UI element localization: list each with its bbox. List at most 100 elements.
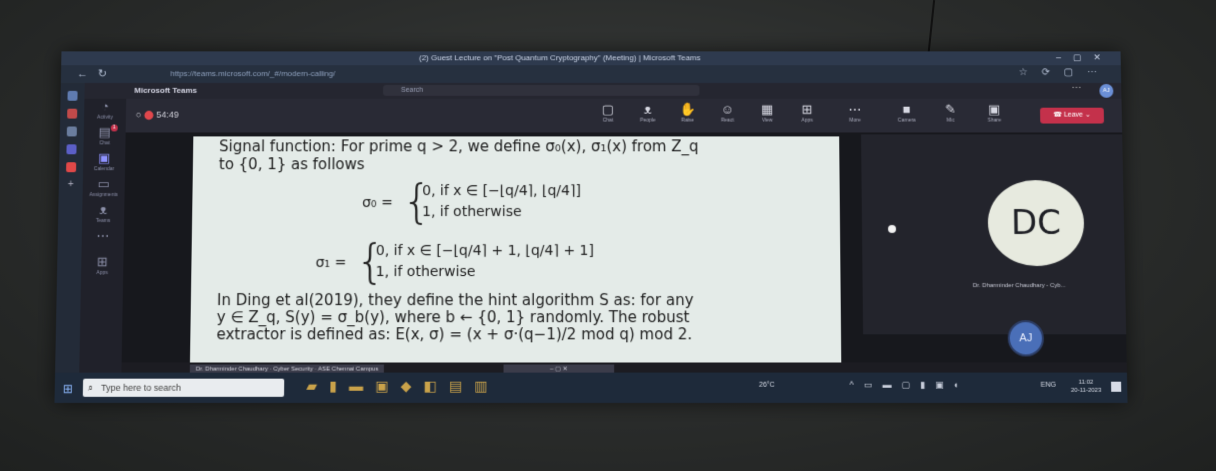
- rail-label: Assignments: [89, 192, 118, 199]
- raise-hand-button[interactable]: ✋Raise: [670, 102, 706, 124]
- avatar[interactable]: AJ: [1099, 83, 1114, 98]
- rail-label: Chat: [99, 140, 110, 147]
- browser-toolbar-icons[interactable]: ☆⟳▢⋯: [1018, 67, 1112, 79]
- sigma1-equation: σ₁ = { 0, if x ∈ [−⌊q/4⌉ + 1, ⌊q/4⌉ + 1]…: [315, 234, 716, 288]
- equation-lhs: σ₀ =: [362, 195, 393, 212]
- control-label: Mic: [946, 117, 955, 124]
- hand-icon: ✋: [679, 101, 696, 117]
- call-timer: 54:49: [156, 109, 179, 120]
- chat-icon: ▤: [98, 124, 111, 140]
- control-label: Apps: [801, 117, 813, 124]
- rail-item-apps[interactable]: ⊞Apps: [81, 254, 124, 280]
- slide-line: extractor is defined as: E(x, σ) = (x + …: [216, 325, 693, 344]
- equation-case: 0, if x ∈ [−⌊q/4⌉, ⌊q/4⌉]: [422, 183, 581, 200]
- leave-button[interactable]: ☎ Leave ⌄: [1040, 107, 1105, 124]
- notification-icon[interactable]: [1111, 381, 1122, 392]
- view-button[interactable]: ▦View: [749, 102, 785, 124]
- slide-line: y ∈ Z_q, S(y) = σ_b(y), where b ← {0, 1}…: [216, 308, 690, 327]
- chat-icon: ▢: [601, 101, 615, 117]
- rail-item-calendar[interactable]: ▣Calendar: [83, 150, 125, 176]
- search-placeholder: Type here to search: [100, 382, 182, 393]
- control-label: Chat: [602, 117, 614, 124]
- sigma0-equation: σ₀ = { 0, if x ∈ [−⌊q/4⌉, ⌊q/4⌉] 1, if o…: [362, 174, 662, 228]
- control-label: Raise: [681, 117, 694, 124]
- control-label: View: [761, 117, 773, 124]
- more-button[interactable]: ⋯More: [837, 102, 873, 124]
- system-tray-icons[interactable]: ^▭▬▢▮▣◐: [849, 379, 970, 390]
- window-title: (2) Guest Lecture on "Post Quantum Crypt…: [419, 53, 701, 63]
- apps-button[interactable]: ⊞Apps: [789, 102, 825, 124]
- rail-label: Calendar: [93, 166, 115, 173]
- add-tab-icon[interactable]: +: [67, 179, 74, 191]
- clock-time: 11:02: [1078, 379, 1094, 386]
- taskbar-search-input[interactable]: ⌕Type here to search: [82, 378, 285, 397]
- teams-search-input[interactable]: Search: [383, 84, 700, 96]
- calendar-icon: ▣: [97, 150, 111, 166]
- shared-slide: Signal function: For prime q > 2, we def…: [189, 136, 842, 363]
- teams-icon: ᴥ: [99, 202, 108, 218]
- equation-lhs: σ₁ =: [315, 254, 347, 272]
- taskbar-clock[interactable]: 11:02 20-11-2023: [1071, 379, 1102, 395]
- teams-header: Microsoft Teams Search ⋯ AJ: [84, 82, 1122, 99]
- control-label: Camera: [897, 117, 916, 124]
- rail-item-assignments[interactable]: ▭Assignments: [82, 176, 124, 202]
- url-field[interactable]: https://teams.microsoft.com/_#/modern-ca…: [170, 69, 336, 79]
- bell-icon: ◔: [101, 98, 110, 114]
- self-video-avatar[interactable]: AJ: [1007, 320, 1045, 357]
- window-controls[interactable]: –▢✕: [1055, 52, 1113, 63]
- back-refresh-icon[interactable]: ←↻: [76, 68, 118, 81]
- control-label: More: [849, 117, 861, 124]
- participant-avatar: DC: [987, 180, 1085, 267]
- participant-name: Dr. Dharminder Chaudhary - Cyb...: [972, 283, 1066, 290]
- assignments-icon: ▭: [97, 176, 111, 192]
- record-icon: ⬤: [143, 109, 154, 120]
- equation-case: 1, if otherwise: [375, 264, 476, 281]
- address-bar: ←↻ https://teams.microsoft.com/_#/modern…: [60, 65, 1122, 83]
- control-label: People: [640, 117, 656, 124]
- camera-icon: ■: [902, 101, 911, 117]
- apps-icon: ⊞: [96, 253, 108, 270]
- mic-button[interactable]: ✎Mic: [932, 102, 968, 124]
- leave-label: Leave: [1063, 111, 1083, 119]
- tab-icon[interactable]: [67, 108, 78, 119]
- teams-tab-icon[interactable]: [66, 144, 77, 155]
- tab-icon[interactable]: [67, 90, 78, 101]
- recording-indicator: ○ ⬤ 54:49: [135, 109, 179, 120]
- browser-titlebar: (2) Guest Lecture on "Post Quantum Crypt…: [61, 51, 1121, 66]
- slide-line: Signal function: For prime q > 2, we def…: [218, 137, 699, 156]
- equation-case: 0, if x ∈ [−⌊q/4⌉ + 1, ⌊q/4⌉ + 1]: [375, 242, 594, 259]
- more-icon: ⋯: [848, 101, 862, 117]
- camera-button[interactable]: ■Camera: [889, 102, 925, 124]
- pinned-apps[interactable]: ▰▮▬▣◆◧▤▥: [306, 377, 500, 394]
- control-label: Share: [987, 117, 1002, 124]
- tab-icon[interactable]: [66, 126, 77, 137]
- teams-brand: Microsoft Teams: [134, 85, 198, 95]
- youtube-tab-icon[interactable]: [66, 162, 77, 173]
- mouse-cursor: [887, 225, 897, 233]
- react-button[interactable]: ☺React: [709, 102, 745, 124]
- more-options-icon[interactable]: ⋯: [1071, 82, 1082, 94]
- clock-date: 20-11-2023: [1070, 387, 1102, 394]
- projected-screen: (2) Guest Lecture on "Post Quantum Crypt…: [54, 51, 1128, 403]
- rail-label: Activity: [97, 114, 113, 121]
- chat-button[interactable]: ▢Chat: [590, 102, 626, 124]
- apps-icon: ⊞: [801, 101, 813, 117]
- participant-tile[interactable]: DC Dr. Dharminder Chaudhary - Cyb...: [861, 134, 1127, 335]
- rail-item-activity[interactable]: ◔Activity: [84, 99, 126, 125]
- people-icon: ᴥ: [643, 101, 652, 117]
- more-icon: ⋯: [96, 227, 110, 243]
- grid-icon: ▦: [761, 101, 774, 117]
- language-indicator[interactable]: ENG: [1040, 381, 1056, 389]
- slide-line: In Ding et al(2019), they define the hin…: [216, 291, 694, 310]
- rail-item-more[interactable]: ⋯: [81, 228, 123, 254]
- smile-icon: ☺: [720, 101, 735, 117]
- windows-start-icon[interactable]: ⊞: [62, 381, 74, 396]
- share-button[interactable]: ▣Share: [976, 102, 1012, 124]
- mic-icon: ✎: [944, 101, 956, 117]
- weather-widget[interactable]: 26°C: [758, 381, 775, 389]
